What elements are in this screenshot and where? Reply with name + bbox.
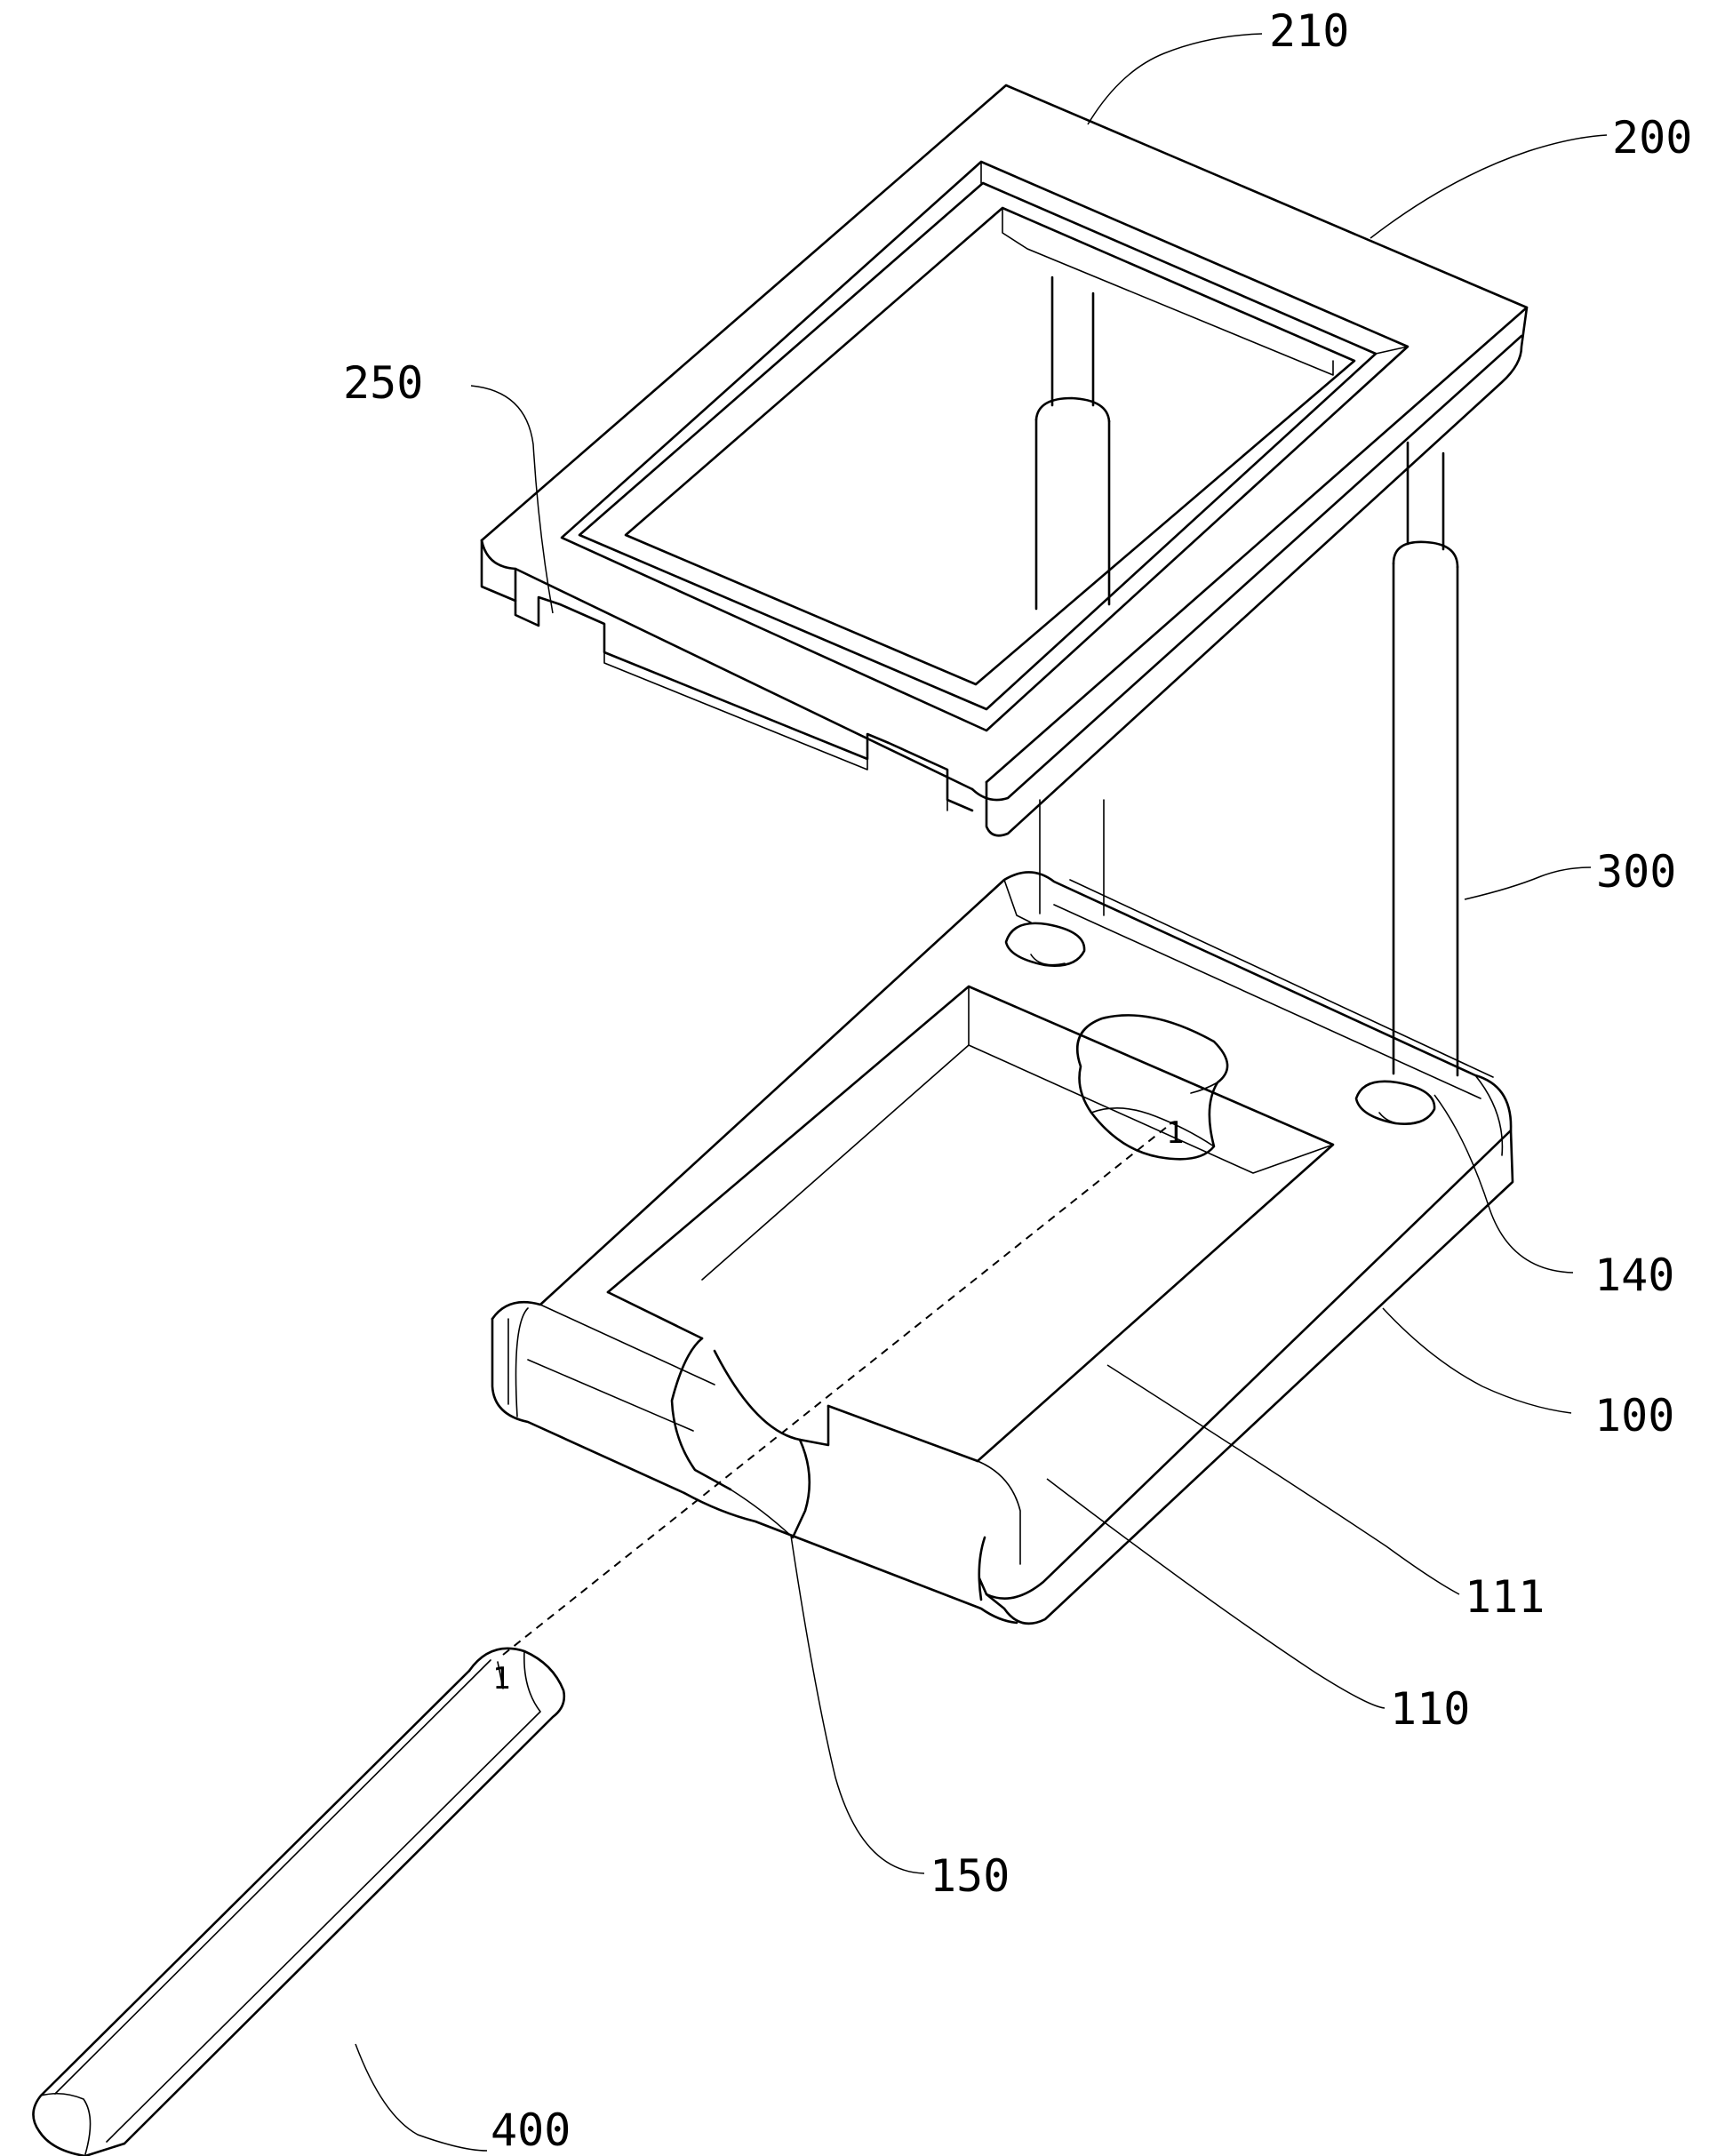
label-150: 150 (930, 1850, 1010, 1902)
label-140: 140 (1594, 1250, 1674, 1301)
rods (1034, 275, 1459, 1077)
axis-line (502, 1122, 1172, 1656)
top-frame (480, 84, 1529, 837)
axis-mark-top: 1 (1166, 1115, 1184, 1151)
label-400: 400 (491, 2104, 571, 2156)
label-100: 100 (1594, 1390, 1674, 1441)
axis-mark-bottom: 1 (492, 1661, 510, 1697)
label-200: 200 (1612, 112, 1692, 164)
base (491, 871, 1514, 1625)
label-300: 300 (1596, 846, 1676, 898)
label-110: 110 (1390, 1683, 1470, 1735)
label-210: 210 (1269, 5, 1349, 57)
pen (32, 1647, 566, 2156)
label-250: 250 (343, 357, 423, 409)
leader-lines (355, 33, 1608, 2152)
label-111: 111 (1465, 1571, 1545, 1623)
